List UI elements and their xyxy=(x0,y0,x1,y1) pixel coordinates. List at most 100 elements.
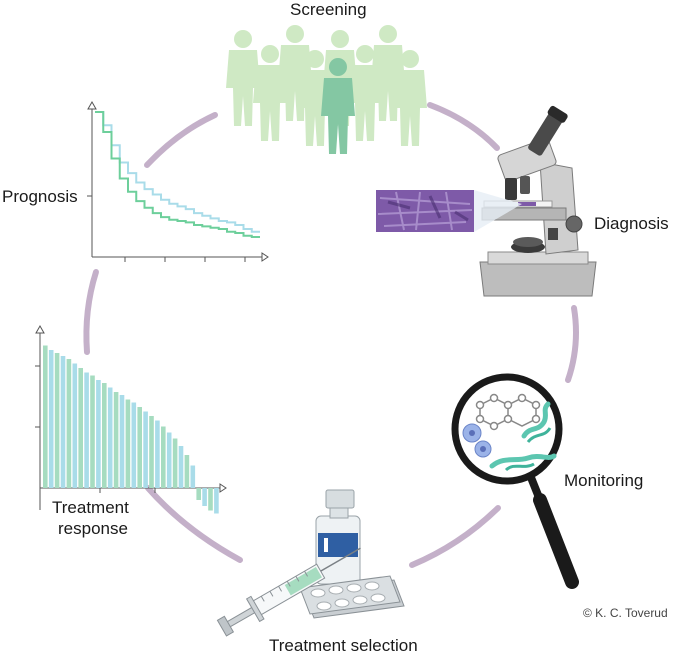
microscope-icon xyxy=(479,105,597,297)
pill xyxy=(346,583,362,593)
response-bar xyxy=(161,426,166,488)
molecule-atom xyxy=(475,414,485,424)
credit-label: © K. C. Toverud xyxy=(583,606,668,620)
monitoring-label: Monitoring xyxy=(564,471,644,490)
pill xyxy=(334,598,350,608)
magnifier-icon xyxy=(451,373,579,589)
person-icon xyxy=(253,45,287,141)
response-bar xyxy=(190,465,196,488)
person-head xyxy=(401,50,419,68)
survival-curve-green xyxy=(95,111,260,239)
person-head xyxy=(356,45,374,63)
treatment-response-label: Treatment response xyxy=(52,497,129,539)
response-bar xyxy=(196,488,201,500)
response-bar xyxy=(214,488,219,514)
microscope-light-ring xyxy=(513,237,543,247)
response-bar xyxy=(60,356,66,488)
response-bar xyxy=(72,363,78,488)
microscope-eyepiece-top xyxy=(547,105,568,123)
treatment-response-label-line1: Treatment xyxy=(52,498,129,517)
treatment-response-label-line2: response xyxy=(58,519,128,538)
response-bar xyxy=(166,432,172,488)
person-head xyxy=(286,25,304,43)
microscope-focus-knob xyxy=(565,215,583,233)
response-bar xyxy=(84,372,89,488)
response-bar xyxy=(66,359,72,488)
pill xyxy=(310,588,326,598)
arc-selection-response xyxy=(145,485,243,563)
pill xyxy=(364,581,380,591)
syringe-fluid xyxy=(284,566,322,596)
person-icon xyxy=(348,45,382,141)
response-bar xyxy=(125,399,131,488)
histology-beam xyxy=(474,190,522,232)
people-group-icon xyxy=(226,25,427,154)
response-bar xyxy=(155,420,160,488)
prognosis-label: Prognosis xyxy=(2,187,78,206)
response-bar xyxy=(102,383,107,488)
histology-texture-dark xyxy=(387,195,469,222)
response-bar xyxy=(54,353,60,488)
response-y-arrow xyxy=(35,324,45,334)
molecule-atom xyxy=(475,400,485,410)
response-ticks xyxy=(35,365,156,493)
person-icon xyxy=(393,50,427,146)
cycle-arcs xyxy=(83,102,579,568)
vial-icon xyxy=(315,489,361,585)
molecule-atom xyxy=(531,414,541,424)
dna-helix-strand xyxy=(526,427,552,444)
response-bar xyxy=(143,411,148,488)
molecule-icon xyxy=(475,393,541,431)
person-body xyxy=(348,65,382,141)
response-bar xyxy=(78,368,83,488)
pill-pack-icon xyxy=(299,575,405,619)
molecule-atom xyxy=(503,400,513,410)
histology-image xyxy=(376,190,522,232)
screening-label: Screening xyxy=(290,0,367,19)
pill xyxy=(352,595,368,605)
protein-icon xyxy=(489,453,557,469)
person-head xyxy=(306,50,324,68)
response-bar xyxy=(208,488,213,511)
syringe-flange xyxy=(245,595,265,623)
arc-diagnosis-monitoring xyxy=(565,305,579,383)
magnifier-neck xyxy=(526,473,544,502)
syringe-plunger-cap xyxy=(216,615,235,637)
molecule-atom xyxy=(531,400,541,410)
pill xyxy=(370,593,386,603)
survival-curve-blue xyxy=(95,111,260,233)
treatment-response-chart xyxy=(35,324,227,514)
person-head xyxy=(329,58,347,76)
microscope-objective xyxy=(520,176,530,194)
dna-helix-icon xyxy=(521,401,551,439)
pill xyxy=(316,601,332,611)
person-body xyxy=(226,50,260,126)
cell-nucleus xyxy=(469,430,475,436)
prognosis-ticks xyxy=(87,195,246,262)
arc-monitoring-selection xyxy=(409,505,501,568)
molecule-atom xyxy=(503,414,513,424)
microscope-stage-knob xyxy=(548,228,558,240)
response-bar xyxy=(172,438,178,488)
response-bars xyxy=(43,345,219,514)
prognosis-y-arrow xyxy=(87,100,97,110)
person-icon xyxy=(226,30,260,126)
person-head xyxy=(261,45,279,63)
person-head xyxy=(234,30,252,48)
protein-icon-loop xyxy=(504,462,535,472)
arc-screening-prognosis xyxy=(144,112,218,168)
microscope-eyepiece xyxy=(528,110,564,156)
prognosis-chart xyxy=(87,100,269,262)
vial-label-stripe xyxy=(324,538,328,552)
arc-response-prognosis xyxy=(83,269,99,355)
molecule-atom xyxy=(489,393,499,403)
pill xyxy=(328,585,344,595)
microscope-objective xyxy=(505,178,517,200)
microscope-base-top xyxy=(487,251,589,265)
response-bar xyxy=(43,345,48,488)
person-body xyxy=(321,78,355,154)
treatment-selection-label: Treatment selection xyxy=(269,636,418,655)
syringe-marks xyxy=(260,570,308,602)
person-icon xyxy=(321,58,355,154)
